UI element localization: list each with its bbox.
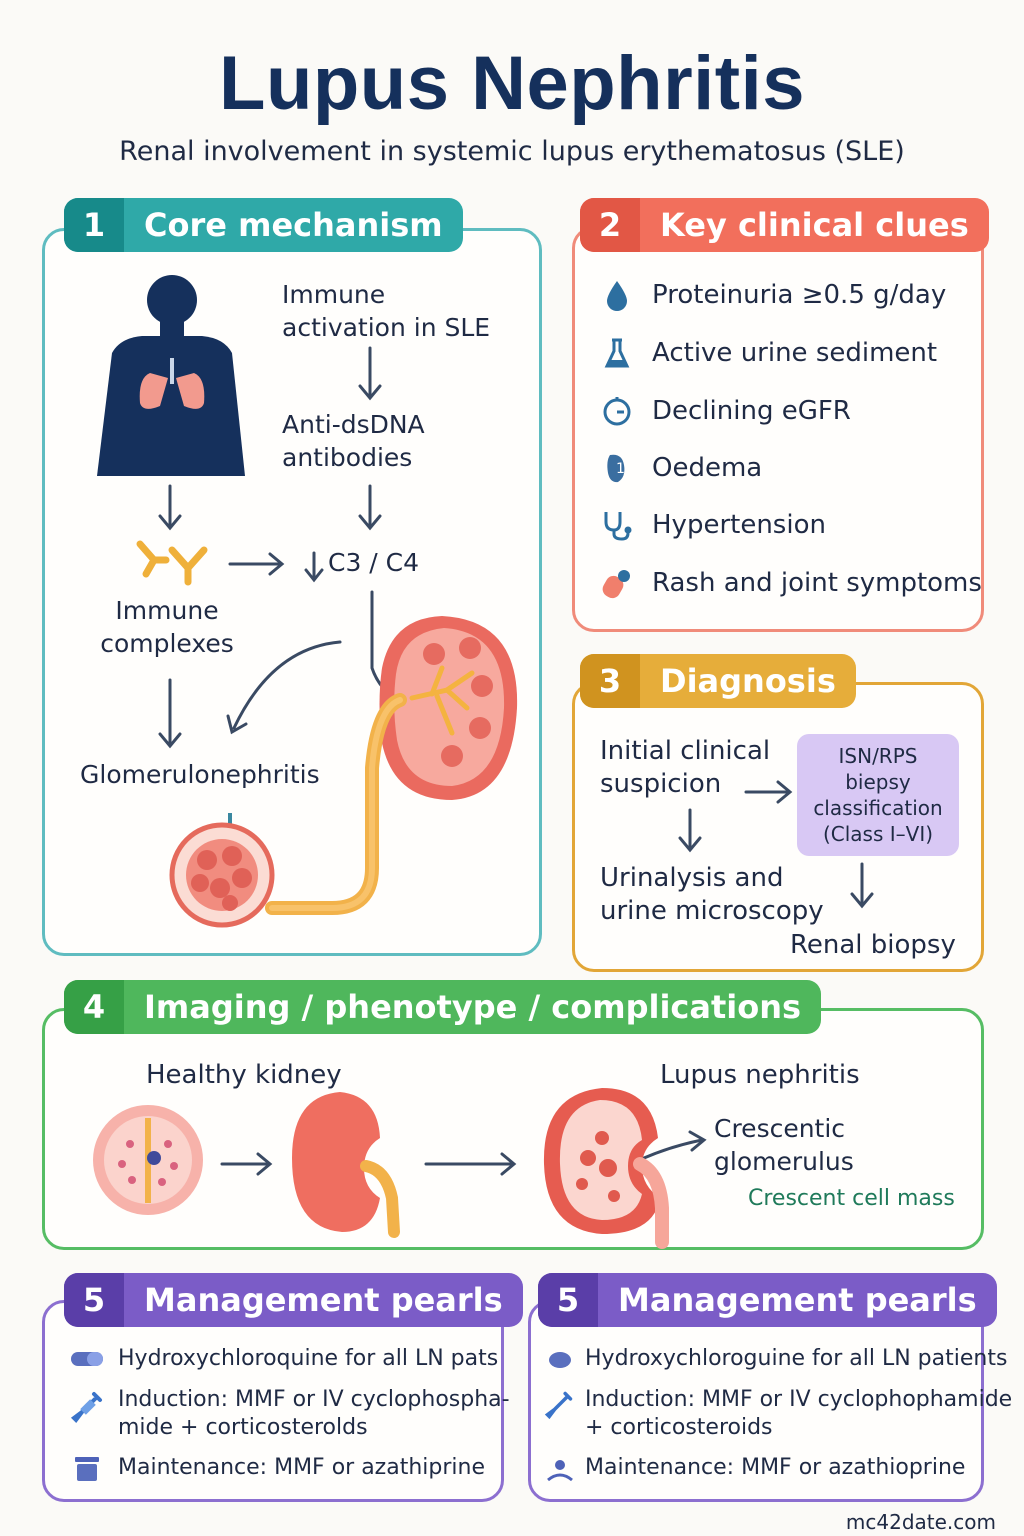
pearl-hydroxychloroquine: Hydroxychloroguine for all LN patients xyxy=(585,1346,1008,1371)
section-number: 5 xyxy=(538,1273,598,1327)
glomerulus-illustration xyxy=(169,813,275,928)
page-subtitle: Renal involvement in systemic lupus eryt… xyxy=(119,136,905,167)
section-title: Management pearls xyxy=(618,1281,977,1319)
section-number: 1 xyxy=(64,198,124,252)
diagnosis-arrows xyxy=(678,780,874,909)
immune-activation-label: Immune activation in SLE xyxy=(282,280,491,342)
flask-icon xyxy=(604,338,630,368)
arrow-down xyxy=(304,551,324,583)
pearl-induction: Induction: MMF or IV cyclophospha- mide … xyxy=(118,1387,510,1440)
clue-egfr: Declining eGFR xyxy=(652,396,851,426)
healthy-glomerulus-icon xyxy=(93,1105,203,1215)
arrow-right xyxy=(228,552,285,576)
renal-biopsy-label: Renal biopsy xyxy=(790,930,956,960)
section-number: 4 xyxy=(64,980,124,1034)
clue-hypertension: Hypertension xyxy=(652,510,826,540)
classification-box: ISN/RPS biepsy classification (Class I–V… xyxy=(797,734,959,856)
stethoscope-icon xyxy=(604,512,632,541)
page-title: Lupus Nephritis xyxy=(219,41,805,126)
patch-icon xyxy=(602,570,630,599)
arrow-down xyxy=(158,484,182,531)
imaging-tab: 4 Imaging / phenotype / complications xyxy=(64,980,822,1034)
arrow-down xyxy=(850,862,874,909)
pearl-induction: Induction: MMF or IV cyclophophamide + c… xyxy=(585,1387,1013,1440)
lupus-nephritis-label: Lupus nephritis xyxy=(660,1060,860,1090)
syringe-icon xyxy=(70,1392,102,1424)
pearl-hydroxychloroquine: Hydroxychloroquine for all LN pats xyxy=(118,1346,499,1371)
classification-label: ISN/RPS biepsy classification (Class I–V… xyxy=(813,744,943,846)
syringe-icon xyxy=(544,1391,573,1420)
pearl-maintenance: Maintenance: MMF or azathioprine xyxy=(585,1455,966,1480)
management-pearls-left-tab: 5 Management pearls xyxy=(64,1273,523,1327)
footer-url: mc42date.com xyxy=(845,1510,996,1534)
section-number: 3 xyxy=(580,654,640,708)
crescent-mass-label: Crescent cell mass xyxy=(748,1186,955,1211)
crescentic-glomerulus-label: Crescentic glomerulus xyxy=(714,1114,854,1176)
lupus-kidney-icon xyxy=(543,1088,669,1249)
core-mechanism-diagram xyxy=(97,275,518,928)
arrow-down xyxy=(678,808,702,853)
arrow-down xyxy=(358,346,382,401)
droplet-icon xyxy=(607,281,627,311)
urinalysis-label: Urinalysis and urine microscopy xyxy=(600,863,824,926)
foot-icon: 1 xyxy=(607,454,625,483)
initial-suspicion-label: Initial clinical suspicion xyxy=(600,736,771,799)
imaging-diagram xyxy=(93,1088,707,1249)
arrow-down xyxy=(358,484,382,531)
section-title: Imaging / phenotype / complications xyxy=(144,988,802,1026)
clue-rash-joint: Rash and joint symptoms xyxy=(652,568,982,598)
arrow-right xyxy=(424,1152,517,1176)
arrow-down xyxy=(158,678,182,749)
anti-dsdna-label: Anti-dsDNA antibodies xyxy=(282,410,425,472)
antibody-icon xyxy=(136,540,208,586)
gauge-icon xyxy=(603,397,631,426)
management-pearls-left-panel xyxy=(42,1300,504,1502)
section-title: Diagnosis xyxy=(660,662,836,700)
glomerulonephritis-label: Glomerulonephritis xyxy=(80,760,320,789)
core-mechanism-tab: 1 Core mechanism xyxy=(64,198,463,252)
c3-c4-label: C3 / C4 xyxy=(328,548,420,577)
healthy-kidney-icon xyxy=(292,1092,400,1238)
human-body-icon xyxy=(97,275,245,476)
arrow-curve xyxy=(226,640,342,735)
section-title: Key clinical clues xyxy=(660,206,969,244)
arrow-right xyxy=(642,1130,707,1160)
svg-text:1: 1 xyxy=(616,461,625,477)
diagnosis-tab: 3 Diagnosis xyxy=(580,654,856,708)
section-title: Core mechanism xyxy=(144,206,443,244)
section-title: Management pearls xyxy=(144,1281,503,1319)
clue-urine-sediment: Active urine sediment xyxy=(652,338,938,368)
arrow-right xyxy=(744,780,793,804)
arrow-right xyxy=(220,1152,273,1176)
pearl-maintenance: Maintenance: MMF or azathiprine xyxy=(118,1455,485,1480)
clue-proteinuria: Proteinuria ≥0.5 g/day xyxy=(652,280,947,310)
clinical-clues-panel xyxy=(572,226,984,632)
pill-icon xyxy=(71,1352,103,1366)
clue-oedema: Oedema xyxy=(652,453,763,483)
section-number: 5 xyxy=(64,1273,124,1327)
clinical-clues-tab: 2 Key clinical clues xyxy=(580,198,989,252)
management-pearls-right-tab: 5 Management pearls xyxy=(538,1273,997,1327)
immune-complexes-label: Immune complexes xyxy=(100,596,234,658)
section-number: 2 xyxy=(580,198,640,252)
person-icon xyxy=(547,1460,573,1482)
kidney-illustration xyxy=(265,616,518,915)
pill-icon xyxy=(549,1352,571,1368)
healthy-kidney-label: Healthy kidney xyxy=(146,1060,342,1090)
calendar-icon xyxy=(75,1457,99,1481)
